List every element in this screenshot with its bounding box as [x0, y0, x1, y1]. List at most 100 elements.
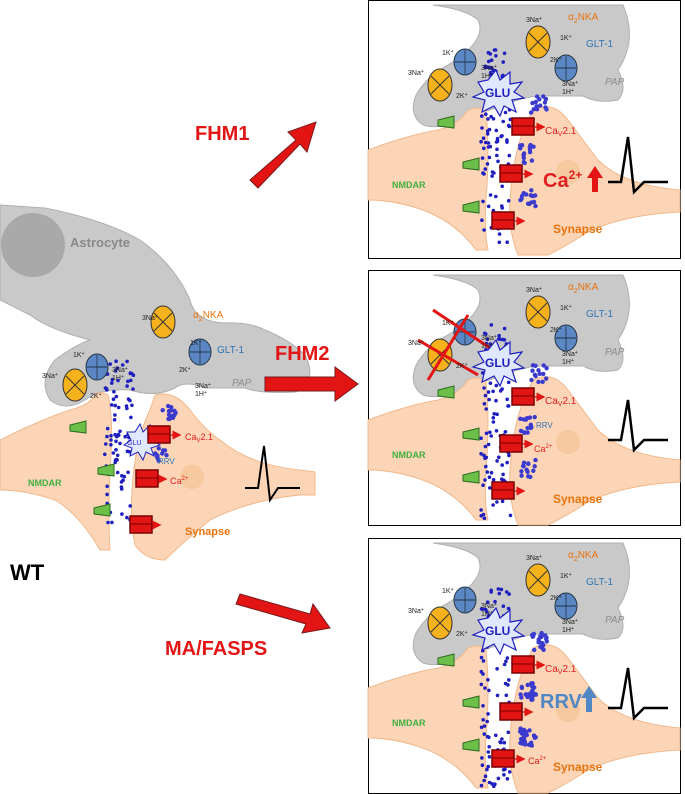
vesicle-dot: [522, 160, 527, 166]
vesicle-dot: [518, 143, 523, 148]
glt1-transporter-icon: [453, 586, 477, 614]
svg-text:3Na+: 3Na+: [526, 554, 542, 562]
increase-arrow-icon: [581, 686, 597, 712]
vesicle-dot: [525, 682, 530, 688]
glu-dot: [120, 512, 124, 516]
right-panels: GLUα2NKAGLT-1PAPNMDARSynapseCaV2.1Ca2+3N…: [367, 0, 681, 794]
vesicle-dot: [530, 634, 536, 639]
a2nka-pump-icon: [427, 606, 453, 640]
action-potential-trace: [608, 667, 668, 721]
astrocyte-nucleus: [1, 213, 65, 277]
ca-ion-label: Ca2+: [543, 168, 582, 192]
glu-dot: [481, 607, 485, 611]
glu-dot: [114, 439, 118, 444]
vesicle-dot: [529, 377, 534, 383]
glu-dot: [505, 397, 509, 402]
rrv-label: RRV: [158, 457, 175, 466]
ion-labels: 3Na+1K+2K+3Na+1H+3Na+2K+1K+3Na+1H+: [408, 286, 578, 370]
svg-text:3Na+: 3Na+: [112, 366, 128, 374]
fhm1-panel: GLUα2NKAGLT-1PAPNMDARSynapseCaV2.1Ca2+3N…: [367, 0, 681, 259]
vesicle-dot: [537, 371, 542, 376]
glu-dot: [494, 429, 499, 433]
vesicle-dot: [528, 110, 534, 115]
glu-label: GLU: [485, 624, 510, 638]
synapse-label: Synapse: [553, 222, 603, 236]
glu-dot: [486, 678, 490, 682]
glu-dots: [103, 359, 136, 525]
glu-dot: [495, 500, 499, 504]
glu-dot: [486, 764, 490, 769]
glu-dot: [487, 688, 491, 693]
glu-dot: [131, 373, 136, 378]
a2nka-pump-icon: [525, 563, 551, 597]
glu-dot: [494, 128, 499, 133]
glu-dot: [491, 416, 496, 420]
glu-dot: [498, 389, 503, 393]
glu-dot: [116, 405, 121, 410]
glu-dot: [479, 682, 484, 687]
glt1-label: GLT-1: [586, 577, 613, 588]
fhm2-panel: GLUα2NKAGLT-1PAPNMDARSynapseCaV2.1RRVCa2…: [367, 270, 681, 526]
glu-dot: [502, 338, 507, 342]
vesicle-dot: [166, 416, 171, 422]
cav21-channel-icon: [135, 469, 159, 488]
glu-dot: [481, 483, 485, 487]
glu-label: GLU: [485, 86, 510, 100]
vesicle-dot: [528, 691, 533, 696]
svg-text:3Na+: 3Na+: [562, 80, 578, 88]
svg-text:1K+: 1K+: [442, 587, 454, 595]
glu-dot: [125, 515, 129, 520]
glu-dot: [501, 604, 506, 608]
glu-dot: [480, 126, 484, 130]
vesicle-dot: [529, 740, 534, 745]
glu-dot: [495, 136, 500, 141]
a2nka-pump-icon: [525, 25, 551, 59]
rrv-vesicles: [153, 403, 178, 463]
ca-ion-label: Ca2+: [534, 444, 553, 454]
glu-dot: [495, 412, 499, 417]
pap-label: PAP: [605, 615, 625, 626]
glu-dot: [486, 204, 491, 209]
vesicle-dot: [540, 379, 545, 384]
vesicle-dot: [531, 199, 537, 205]
cav21-channel-icon: [147, 425, 171, 444]
vesicle-dot: [153, 451, 158, 456]
vesicle-dot: [518, 726, 523, 731]
glu-dot: [483, 140, 488, 145]
svg-text:1K+: 1K+: [442, 49, 454, 57]
glu-dot: [485, 719, 489, 724]
glu-dot: [486, 117, 490, 121]
glu-dot: [108, 362, 112, 366]
glu-dot: [479, 669, 484, 674]
glu-dot: [481, 704, 485, 708]
vesicle-dot: [526, 461, 531, 466]
glu-dot: [493, 599, 497, 604]
glu-dot: [506, 683, 510, 687]
vesicle-dot: [528, 474, 533, 480]
glu-dot: [491, 503, 495, 507]
cav21-channel-icon: [499, 164, 523, 183]
glu-dot: [499, 587, 504, 592]
glu-label: GLU: [127, 440, 141, 447]
glu-dot: [492, 48, 497, 52]
glu-dot: [494, 733, 498, 738]
glu-dot: [113, 460, 117, 465]
glu-dot: [114, 394, 119, 399]
glt1-label: GLT-1: [586, 309, 613, 320]
glu-dot: [109, 443, 113, 447]
glu-dot: [507, 678, 511, 682]
mitochondrion: [556, 160, 580, 184]
glu-dot: [123, 434, 127, 439]
svg-text:2K+: 2K+: [550, 326, 562, 334]
glu-dot: [484, 407, 488, 411]
svg-text:1K+: 1K+: [560, 34, 572, 42]
svg-text:3Na+: 3Na+: [408, 339, 424, 347]
vesicle-dot: [518, 197, 523, 203]
glu-dot: [115, 453, 120, 458]
cav21-channel-icon: [511, 387, 535, 406]
glu-dot: [485, 470, 490, 474]
vesicle-dot: [541, 371, 546, 377]
fhm1-label: FHM1: [195, 123, 249, 145]
cav21-channel-icon: [511, 655, 535, 674]
